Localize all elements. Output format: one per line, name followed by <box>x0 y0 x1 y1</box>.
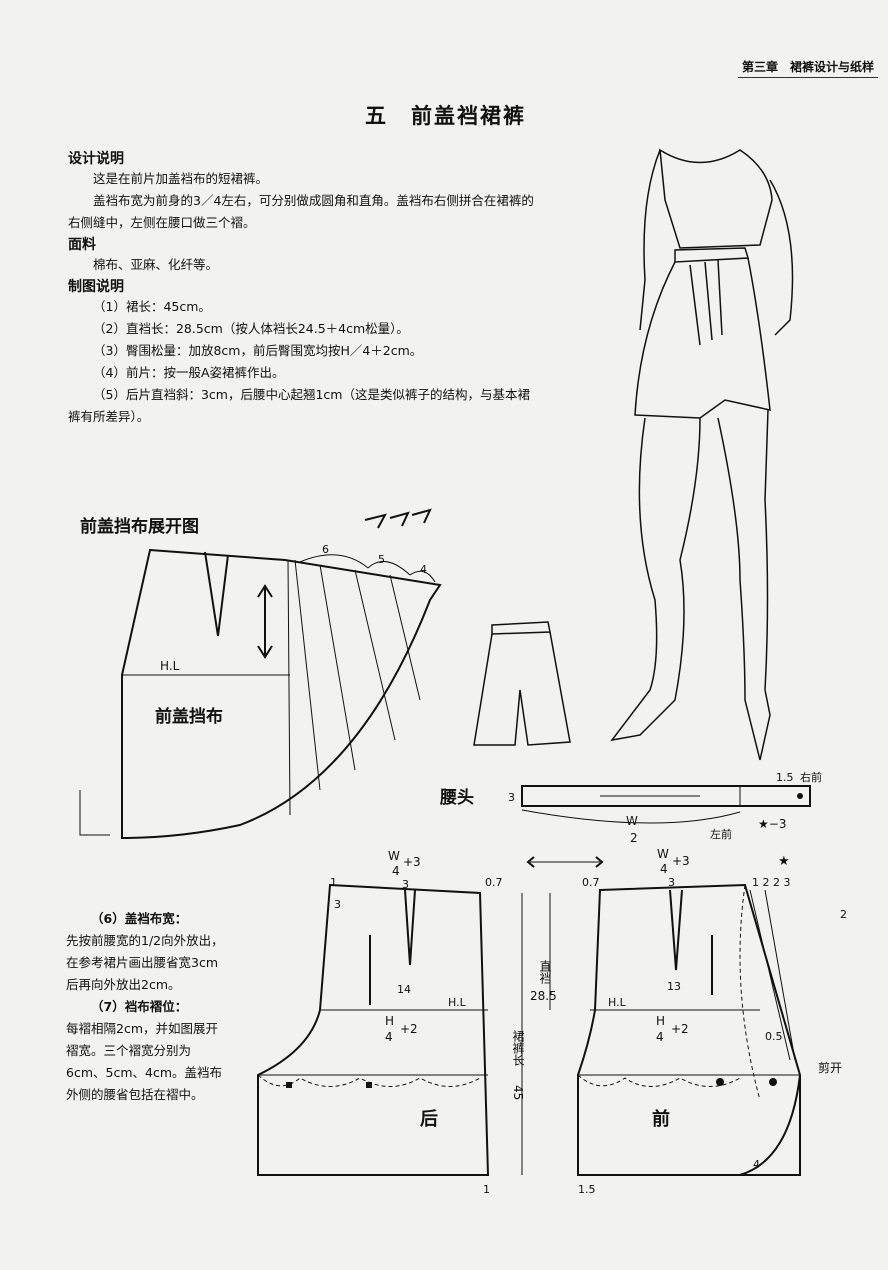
item7-text: 每褶相隔2cm，并如图展开褶宽。三个褶宽分别为6cm、5cm、4cm。盖裆布外侧… <box>66 1021 223 1102</box>
front-star: ★ <box>778 854 790 869</box>
chapter-header: 第三章 裙裤设计与纸样 <box>737 58 878 78</box>
back-slope-3: 3 <box>334 898 341 911</box>
front-hem: 4 <box>753 1158 760 1171</box>
drafting-heading: 制图说明 <box>68 279 124 295</box>
side-notes: （6）盖裆布宽： 先按前腰宽的1/2向外放出，在参考裙片画出腰省宽3cm后再向外… <box>66 908 228 1106</box>
pleat-5: 5 <box>378 553 385 566</box>
front-dart-length: 13 <box>667 980 681 993</box>
pleat-6: 6 <box>322 543 329 556</box>
length-value: 45 <box>511 1085 525 1100</box>
cover-label: 前盖挡布 <box>155 706 223 727</box>
front-four: 4 <box>660 862 668 876</box>
cover-piece <box>79 548 442 840</box>
drafting-item-4: （4）前片：按一般A姿裙裤作出。 <box>93 365 285 380</box>
right-front-label: 右前 <box>800 770 822 784</box>
item7-title: （7）裆布褶位： <box>91 999 188 1014</box>
back-plus2: +2 <box>400 1022 418 1036</box>
front-gap: 0.5 <box>765 1030 783 1043</box>
design-p2: 盖裆布宽为前身的3／4左右，可分别做成圆角和直角。盖裆布右侧拼合在裙裤的右侧缝中… <box>68 193 534 230</box>
drafting-item-3: （3）臀围松量：加放8cm，前后臀围宽均按H／4＋2cm。 <box>93 343 423 358</box>
back-piece <box>257 883 490 1176</box>
back-07: 0.7 <box>485 876 503 889</box>
design-heading: 设计说明 <box>68 151 124 167</box>
left-front-label: 左前 <box>710 827 732 841</box>
cut-open-label: 剪开 <box>818 1060 842 1075</box>
drafting-item-2: （2）直裆长：28.5cm（按人体裆长24.5＋4cm松量）。 <box>93 321 409 336</box>
drafting-item-1: （1）裙长：45cm。 <box>93 299 211 314</box>
back-h-four: 4 <box>385 1030 393 1044</box>
expand-title: 前盖挡布展开图 <box>80 516 199 537</box>
waistband-two: 2 <box>630 831 638 845</box>
length-label: 裙裤长 <box>511 1030 525 1066</box>
back-bottom: 1 <box>483 1183 490 1196</box>
design-p1: 这是在前片加盖裆布的短裙裤。 <box>93 171 269 186</box>
waistband-piece <box>521 785 811 824</box>
drafting-item-5: （5）后片直裆斜：3cm，后腰中心起翘1cm（这是类似裤子的结构，与基本裙裤有所… <box>68 387 530 424</box>
back-dart-3: 3 <box>402 878 409 891</box>
shorts-sketch <box>473 621 571 746</box>
model-illustration <box>610 148 794 761</box>
pleat-fold-icon <box>364 508 432 529</box>
front-plus2: +2 <box>671 1022 689 1036</box>
waistband-overlap: 1.5 <box>776 771 794 784</box>
back-label: 后 <box>420 1109 438 1130</box>
back-four: 4 <box>392 864 400 878</box>
front-h-four: 4 <box>656 1030 664 1044</box>
waistband-height: 3 <box>508 791 515 804</box>
front-pleat-marks: 1 2 2 3 <box>752 876 790 889</box>
back-h: H <box>385 1014 394 1028</box>
double-arrow-icon <box>526 856 604 868</box>
item6-text: 先按前腰宽的1/2向外放出，在参考裙片画出腰省宽3cm后再向外放出2cm。 <box>66 933 224 992</box>
front-side-2: 2 <box>840 908 847 921</box>
front-dart-3: 3 <box>668 876 675 889</box>
back-plus3: +3 <box>403 855 421 869</box>
waistband-star: ★−3 <box>758 817 786 831</box>
front-label: 前 <box>652 1108 670 1130</box>
page-title: 五 前盖裆裙裤 <box>365 104 526 128</box>
back-dart-length: 14 <box>397 983 411 996</box>
back-hl: H.L <box>448 996 467 1009</box>
text-column: 设计说明 这是在前片加盖裆布的短裙裤。 盖裆布宽为前身的3／4左右，可分别做成圆… <box>68 148 538 428</box>
front-h: H <box>656 1014 665 1028</box>
front-w: W <box>657 847 669 861</box>
fabric-text: 棉布、亚麻、化纤等。 <box>93 257 219 272</box>
back-rise-1: 1 <box>330 876 337 889</box>
front-bottom: 1.5 <box>578 1183 596 1196</box>
front-hl: H.L <box>608 996 627 1009</box>
waistband-w: W <box>626 814 638 828</box>
front-plus3: +3 <box>672 854 690 868</box>
crotch-value: 28.5 <box>530 989 557 1003</box>
pleat-4: 4 <box>420 563 427 576</box>
front-piece <box>577 883 801 1176</box>
item6-title: （6）盖裆布宽： <box>91 911 188 926</box>
front-07: 0.7 <box>582 876 600 889</box>
crotch-label: 直裆 <box>538 960 552 984</box>
cover-hl: H.L <box>160 659 180 673</box>
waistband-title: 腰头 <box>440 788 474 808</box>
fabric-heading: 面料 <box>68 237 96 253</box>
back-w: W <box>388 849 400 863</box>
